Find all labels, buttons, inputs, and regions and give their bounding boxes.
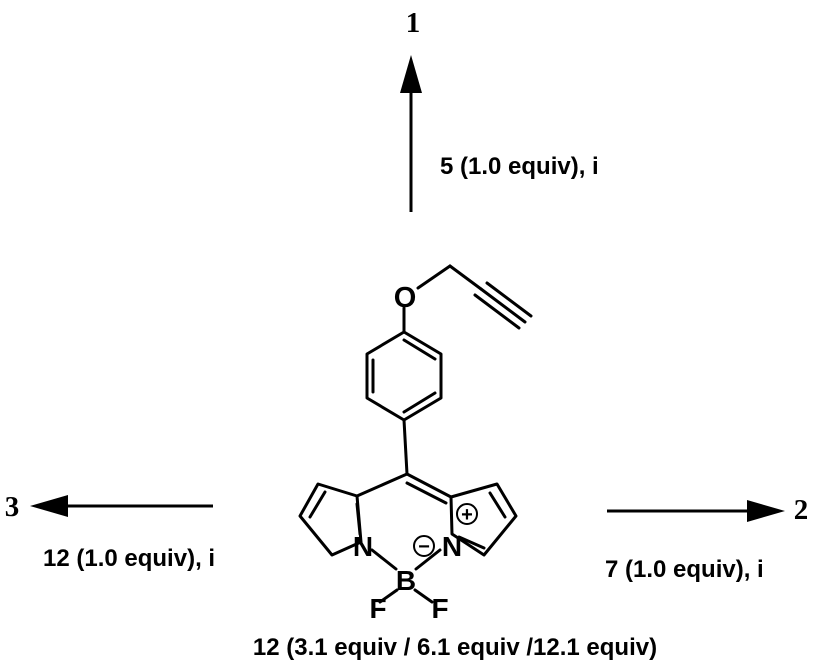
atom-boron: B (396, 565, 416, 596)
product-label-1: 1 (406, 7, 421, 39)
bodipy-molecule (298, 264, 533, 604)
product-label-3: 3 (5, 491, 20, 523)
atom-fluorine-right: F (431, 593, 448, 624)
atom-oxygen: O (394, 282, 417, 314)
atom-nitrogen-right: N (442, 531, 462, 562)
arrow-up (400, 55, 422, 212)
arrow-right (607, 500, 785, 522)
condition-bottom: 12 (3.1 equiv / 6.1 equiv /12.1 equiv) (253, 634, 657, 661)
condition-right: 7 (1.0 equiv), i (605, 556, 764, 583)
product-label-2: 2 (794, 494, 809, 526)
positive-charge: + (461, 504, 473, 526)
negative-charge: − (418, 536, 430, 558)
arrow-left (30, 495, 213, 517)
atom-nitrogen-left: N (353, 531, 373, 562)
condition-left: 12 (1.0 equiv), i (43, 545, 215, 572)
atom-fluorine-left: F (369, 593, 386, 624)
condition-top: 5 (1.0 equiv), i (440, 153, 599, 180)
